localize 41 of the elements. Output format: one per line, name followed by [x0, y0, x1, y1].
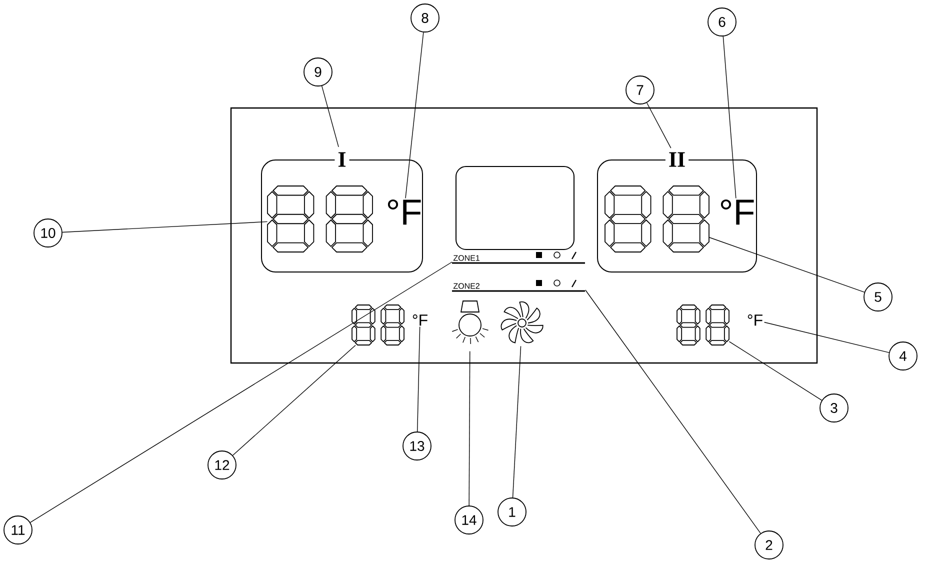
segment-display-drawing — [604, 186, 710, 252]
zone-indicator: ZONE1 — [453, 255, 480, 261]
leader-line — [512, 346, 522, 498]
callout-number: 12 — [208, 450, 236, 480]
leader-line — [722, 36, 736, 199]
callout-number: 1 — [498, 498, 526, 526]
leader-line — [62, 221, 268, 233]
segment-display-drawing — [352, 304, 404, 346]
leader-line — [585, 290, 761, 534]
degree-unit: °F — [720, 199, 754, 225]
degree-unit: °F — [412, 314, 428, 326]
leader-line — [468, 350, 470, 506]
screen-window — [456, 166, 574, 250]
callout-number: 11 — [4, 516, 32, 544]
leader-line — [646, 102, 672, 148]
callout-number: 10 — [34, 218, 62, 248]
callout-number: 6 — [708, 8, 736, 36]
degree-unit: °F — [748, 314, 762, 326]
leader-line — [232, 344, 356, 456]
callout-number: 9 — [304, 58, 332, 86]
leader-line — [417, 326, 420, 432]
leader-line — [708, 237, 865, 293]
leader-line — [728, 341, 822, 401]
callout-number: 8 — [410, 4, 440, 32]
callout-number: 2 — [754, 530, 784, 560]
degree-unit: °F — [388, 199, 421, 225]
callout-number: 7 — [626, 76, 654, 104]
fan-icon — [500, 301, 544, 344]
segment-display-drawing — [267, 186, 373, 252]
leader-line — [405, 32, 424, 199]
leader-line — [321, 86, 339, 148]
callout-number: 14 — [454, 506, 484, 534]
light-bulb-icon — [452, 300, 489, 344]
segment-display-drawing — [676, 304, 730, 346]
leader-line — [30, 262, 452, 523]
leader-line — [764, 322, 890, 353]
callout-number: 3 — [820, 394, 848, 422]
callout-number: 4 — [888, 342, 918, 370]
zone-indicator: ZONE2 — [453, 283, 480, 289]
callout-number: 5 — [864, 282, 892, 312]
callout-number: 13 — [402, 432, 432, 460]
